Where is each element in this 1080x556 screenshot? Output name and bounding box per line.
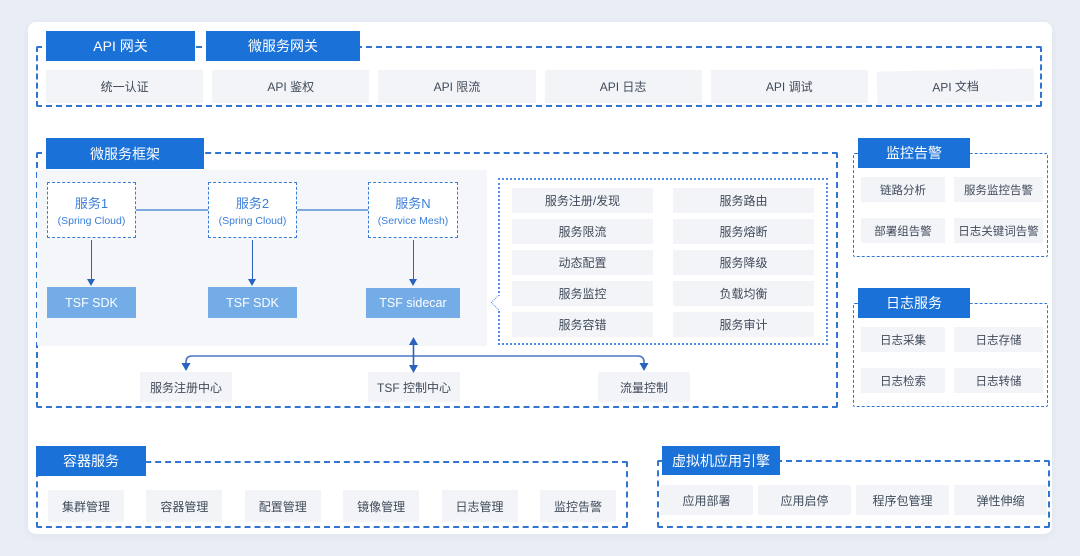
vm-items-row: 应用部署 应用启停 程序包管理 弹性伸缩 [660, 485, 1047, 515]
down-arrow-icon [248, 279, 256, 286]
vm-engine-header: 虚拟机应用引擎 [662, 446, 780, 475]
api-item: 统一认证 [46, 70, 204, 103]
vm-engine-section [657, 460, 1050, 528]
capability-item: 服务审计 [673, 312, 814, 337]
vm-item: 应用启停 [758, 485, 851, 515]
service-node-2: 服务2 (Spring Cloud) [208, 182, 297, 238]
down-arrow-line [251, 240, 254, 279]
traffic-control-node: 流量控制 [598, 372, 690, 402]
vm-item: 应用部署 [660, 485, 753, 515]
container-item: 镜像管理 [343, 490, 420, 522]
service-platform: (Service Mesh) [377, 215, 449, 227]
vm-item: 弹性伸缩 [954, 485, 1047, 515]
logging-item: 日志检索 [861, 368, 945, 393]
service-link-line [297, 209, 368, 211]
monitoring-item: 服务监控告警 [954, 177, 1043, 202]
monitoring-header: 监控告警 [858, 138, 970, 168]
service-name: 服务2 [235, 196, 270, 211]
capability-item: 服务容错 [512, 312, 653, 337]
api-items-row: 统一认证 API 鉴权 API 限流 API 日志 API 调试 API 文档 [46, 68, 1035, 105]
api-item: API 限流 [378, 70, 536, 103]
container-header: 容器服务 [36, 446, 146, 476]
capability-item: 服务路由 [673, 188, 814, 213]
capability-item: 服务降级 [673, 250, 814, 275]
container-item: 监控告警 [539, 490, 616, 522]
monitoring-item: 链路分析 [861, 177, 945, 202]
service-platform: (Spring Cloud) [218, 215, 287, 227]
registry-center-node: 服务注册中心 [140, 372, 232, 402]
service-link-line [136, 209, 208, 211]
api-gateway-section [36, 46, 1042, 107]
capability-item: 负载均衡 [673, 281, 814, 306]
control-center-node: TSF 控制中心 [368, 372, 460, 402]
logging-item: 日志转储 [954, 368, 1043, 393]
api-item: API 调试 [710, 70, 868, 103]
capability-item: 动态配置 [512, 250, 653, 275]
container-item: 容器管理 [146, 490, 223, 522]
tsf-sdk-box: TSF SDK [208, 287, 297, 318]
api-item: API 日志 [544, 70, 702, 103]
down-arrow-line [412, 240, 415, 279]
service-node-n: 服务N (Service Mesh) [368, 182, 458, 238]
tsf-sidecar-box: TSF sidecar [366, 288, 460, 318]
service-name: 服务N [395, 196, 431, 211]
api-item: API 鉴权 [212, 70, 370, 103]
down-arrow-icon [87, 279, 95, 286]
service-platform: (Spring Cloud) [57, 215, 126, 227]
container-item: 日志管理 [441, 490, 518, 522]
monitoring-item: 日志关键词告警 [954, 218, 1043, 243]
microservice-gateway-header: 微服务网关 [206, 31, 360, 61]
capabilities-grid: 服务注册/发现 服务路由 服务限流 服务熔断 动态配置 服务降级 服务监控 负载… [498, 178, 828, 345]
down-arrow-icon [409, 279, 417, 286]
capability-item: 服务熔断 [673, 219, 814, 244]
api-gateway-header: API 网关 [46, 31, 195, 61]
capability-item: 服务限流 [512, 219, 653, 244]
framework-header: 微服务框架 [46, 138, 204, 169]
vm-item: 程序包管理 [856, 485, 949, 515]
service-node-1: 服务1 (Spring Cloud) [47, 182, 136, 238]
container-item: 集群管理 [48, 490, 124, 522]
capability-item: 服务监控 [512, 281, 653, 306]
logging-item: 日志采集 [861, 327, 945, 352]
logging-item: 日志存储 [954, 327, 1043, 352]
tsf-sdk-box: TSF SDK [47, 287, 136, 318]
logging-header: 日志服务 [858, 288, 970, 318]
container-item: 配置管理 [244, 490, 321, 522]
monitoring-item: 部署组告警 [861, 218, 945, 243]
service-name: 服务1 [74, 196, 109, 211]
architecture-diagram-card: API 网关 微服务网关 统一认证 API 鉴权 API 限流 API 日志 A… [28, 22, 1052, 534]
container-section [36, 461, 628, 528]
down-arrow-line [90, 240, 93, 279]
capability-item: 服务注册/发现 [512, 188, 653, 213]
api-item: API 文档 [876, 68, 1035, 105]
container-items-row: 集群管理 容器管理 配置管理 镜像管理 日志管理 监控告警 [48, 490, 616, 522]
